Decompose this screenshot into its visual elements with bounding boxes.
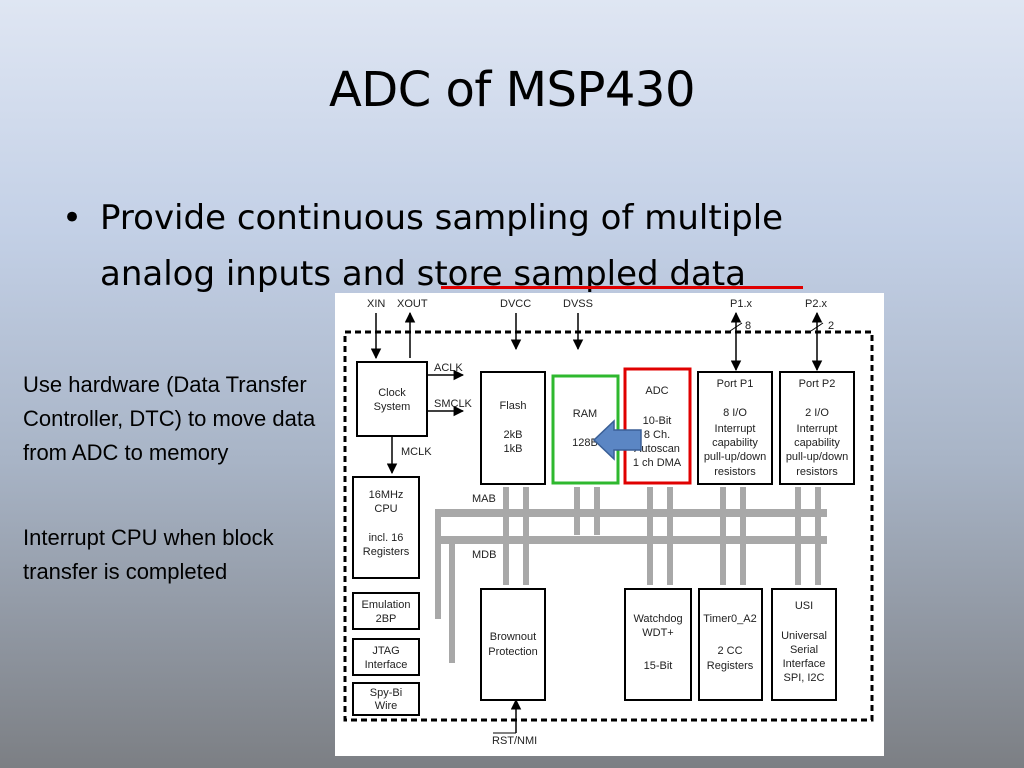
- pin-dvss-label: DVSS: [563, 298, 593, 310]
- flash-block: [480, 371, 546, 485]
- cpu-line-2: CPU: [374, 503, 397, 515]
- port1-line-1: Port P1: [717, 378, 754, 390]
- cpu-line-4: incl. 16: [369, 532, 404, 544]
- usi-line-4: Serial: [790, 644, 818, 656]
- flash-line-3: 2kB: [504, 429, 523, 441]
- side-note-dtc: Use hardware (Data Transfer Controller, …: [23, 372, 316, 465]
- clock-line-2: System: [374, 401, 411, 413]
- watchdog-block: [624, 588, 692, 701]
- port-p2-block: [779, 371, 855, 485]
- port2-line-6: pull-up/down: [786, 451, 848, 463]
- signal-mab: MAB: [472, 493, 496, 505]
- bus-mdb: [435, 536, 827, 544]
- pin-p2-label: P2.x: [805, 298, 828, 310]
- adc-block: [623, 367, 692, 485]
- bullet-text: Provide continuous sampling of multiple …: [100, 190, 882, 302]
- ram-line-3: 128B: [572, 437, 598, 449]
- pin-rst-label: RST/NMI: [492, 735, 537, 747]
- emulation-block: [352, 592, 420, 630]
- dtc-arrow-icon: [592, 419, 642, 461]
- chip-boundary: [343, 330, 874, 722]
- flash-line-4: 1kB: [504, 443, 523, 455]
- jtag-block: [352, 638, 420, 676]
- slide-title: ADC of MSP430: [328, 62, 696, 118]
- msp430-block-diagram: XIN XOUT DVCC DVSS P1.x P2.x 8 2 Clock S…: [335, 293, 884, 756]
- port2-line-1: Port P2: [799, 378, 836, 390]
- pin-p1-label: P1.x: [730, 298, 753, 310]
- port2-line-3: 2 I/O: [805, 407, 829, 419]
- port1-line-7: resistors: [714, 466, 756, 478]
- port1-line-4: Interrupt: [715, 423, 756, 435]
- signal-mclk: MCLK: [401, 446, 432, 458]
- usi-line-6: SPI, I2C: [784, 672, 825, 684]
- port-p1-block: [697, 371, 773, 485]
- cpu-block: [352, 476, 420, 579]
- port2-line-5: capability: [794, 437, 840, 449]
- jtag-line-1: JTAG: [372, 645, 399, 657]
- port2-line-4: Interrupt: [797, 423, 838, 435]
- signal-smclk: SMCLK: [434, 398, 473, 410]
- usi-line-5: Interface: [783, 658, 826, 670]
- pin-p1-count: 8: [745, 320, 751, 332]
- pin-xout-label: XOUT: [397, 298, 428, 310]
- port1-line-6: pull-up/down: [704, 451, 766, 463]
- clock-system-block: [356, 361, 428, 437]
- flash-line-1: Flash: [500, 400, 527, 412]
- adc-line-4: 8 Ch.: [644, 429, 670, 441]
- usi-line-3: Universal: [781, 630, 827, 642]
- adc-line-5: Autoscan: [634, 443, 680, 455]
- timer-line-4: Registers: [707, 660, 754, 672]
- bullet-marker: •: [62, 198, 83, 238]
- port2-line-7: resistors: [796, 466, 838, 478]
- jtag-line-2: Interface: [365, 659, 408, 671]
- bus-mab: [435, 509, 827, 517]
- brownout-line-1: Brownout: [490, 631, 536, 643]
- timer-line-1: Timer0_A2: [703, 613, 756, 625]
- timer-line-3: 2 CC: [717, 645, 742, 657]
- adc-line-1: ADC: [645, 385, 668, 397]
- ram-line-1: RAM: [573, 408, 597, 420]
- spybi-line-1: Spy-Bi: [370, 687, 402, 699]
- emulation-line-1: Emulation: [362, 599, 411, 611]
- usi-block: [771, 588, 837, 701]
- signal-mdb: MDB: [472, 549, 496, 561]
- cpu-line-1: 16MHz: [369, 489, 404, 501]
- signal-aclk: ACLK: [434, 362, 463, 374]
- port1-line-3: 8 I/O: [723, 407, 747, 419]
- bus-connectors: [435, 487, 821, 663]
- cpu-line-5: Registers: [363, 546, 410, 558]
- usi-line-1: USI: [795, 600, 813, 612]
- watchdog-line-2: WDT+: [642, 627, 673, 639]
- red-underline: [441, 286, 803, 289]
- bullet-point: • Provide continuous sampling of multipl…: [62, 190, 882, 302]
- watchdog-line-4: 15-Bit: [644, 660, 673, 672]
- port1-line-5: capability: [712, 437, 758, 449]
- clock-line-1: Clock: [378, 387, 406, 399]
- timer-block: [698, 588, 763, 701]
- pin-xin-label: XIN: [367, 298, 385, 310]
- pin-p2-count: 2: [828, 320, 834, 332]
- brownout-line-2: Protection: [488, 646, 538, 658]
- side-note-interrupt: Interrupt CPU when block transfer is com…: [23, 525, 274, 584]
- emulation-line-2: 2BP: [376, 613, 397, 625]
- watchdog-line-1: Watchdog: [633, 613, 682, 625]
- adc-line-3: 10-Bit: [643, 415, 672, 427]
- pin-dvcc-label: DVCC: [500, 298, 531, 310]
- adc-line-6: 1 ch DMA: [633, 457, 682, 469]
- spybi-wire-block: [352, 682, 420, 716]
- brownout-block: [480, 588, 546, 701]
- bullet-text-main: Provide continuous sampling of multiple …: [100, 198, 784, 294]
- spybi-line-2: Wire: [375, 700, 398, 712]
